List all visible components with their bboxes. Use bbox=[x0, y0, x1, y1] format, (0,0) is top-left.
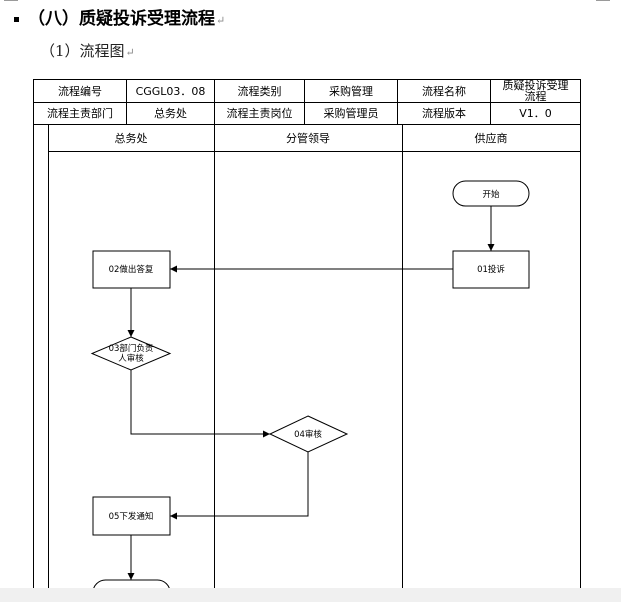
node-notice: 05下发通知 bbox=[92, 496, 171, 536]
info-row-2: 流程主责部门 总务处 流程主责岗位 采购管理员 流程版本 V1．0 bbox=[33, 102, 581, 125]
start-label: 开始 bbox=[482, 189, 500, 200]
version-value: V1．0 bbox=[490, 102, 581, 125]
category-label: 流程类别 bbox=[214, 79, 305, 103]
heading-bullet bbox=[14, 17, 19, 22]
reply-label: 02做出答复 bbox=[109, 264, 154, 275]
dept-review-diamond bbox=[90, 336, 172, 371]
process-name-value: 质疑投诉受理 流程 bbox=[490, 79, 581, 103]
node-start: 开始 bbox=[452, 180, 530, 207]
subsection-heading: （1）流程图↵ bbox=[40, 40, 135, 61]
node-review: 04审核 bbox=[268, 415, 349, 453]
lane-header-leader: 分管领导 bbox=[286, 131, 330, 145]
node-reply: 02做出答复 bbox=[92, 250, 171, 289]
review-label: 04审核 bbox=[294, 429, 322, 440]
paragraph-mark: ↵ bbox=[125, 46, 135, 59]
dept-review-label-line-2: 人审核 bbox=[118, 353, 144, 364]
owner-dept-value: 总务处 bbox=[126, 102, 215, 125]
notice-label: 05下发通知 bbox=[109, 511, 154, 522]
process-name-line-2: 流程 bbox=[524, 90, 547, 103]
review-diamond bbox=[268, 415, 349, 453]
complaint-label: 01投诉 bbox=[477, 264, 505, 275]
paragraph-mark: ↵ bbox=[216, 14, 226, 27]
process-name-line-1: 质疑投诉受理 bbox=[502, 79, 569, 92]
process-info-table: 流程编号 CGGL03．08 流程类别 采购管理 流程名称 质疑投诉受理 流程 … bbox=[33, 79, 581, 125]
dept-review-label-line-1: 03部门负责 bbox=[109, 343, 154, 354]
node-complaint: 01投诉 bbox=[452, 250, 530, 289]
page-corner-mark-right bbox=[596, 0, 610, 1]
window-bottom-bar bbox=[0, 588, 621, 602]
connector-dept-review-to-review bbox=[130, 370, 270, 438]
version-label: 流程版本 bbox=[397, 102, 491, 125]
notice-box bbox=[92, 496, 171, 536]
lane-header-general-affairs: 总务处 bbox=[115, 131, 148, 145]
complaint-box bbox=[452, 250, 530, 289]
subheading-text: （1）流程图 bbox=[40, 42, 125, 60]
heading-text: （八）质疑投诉受理流程 bbox=[28, 9, 215, 29]
owner-post-label: 流程主责岗位 bbox=[214, 102, 305, 125]
info-row-1: 流程编号 CGGL03．08 流程类别 采购管理 流程名称 质疑投诉受理 流程 bbox=[33, 79, 581, 103]
lane-header-supplier: 供应商 bbox=[475, 131, 508, 145]
connectors bbox=[127, 206, 495, 580]
swimlane-frame bbox=[33, 125, 581, 588]
start-terminator bbox=[452, 180, 530, 207]
category-value: 采购管理 bbox=[304, 79, 398, 103]
section-heading: （八）质疑投诉受理流程↵ bbox=[14, 4, 225, 29]
reply-box bbox=[92, 250, 171, 289]
node-dept-review: 03部门负责 人审核 bbox=[90, 336, 172, 371]
connector-review-to-notice bbox=[170, 452, 309, 520]
page-corner-mark-left bbox=[4, 0, 18, 1]
